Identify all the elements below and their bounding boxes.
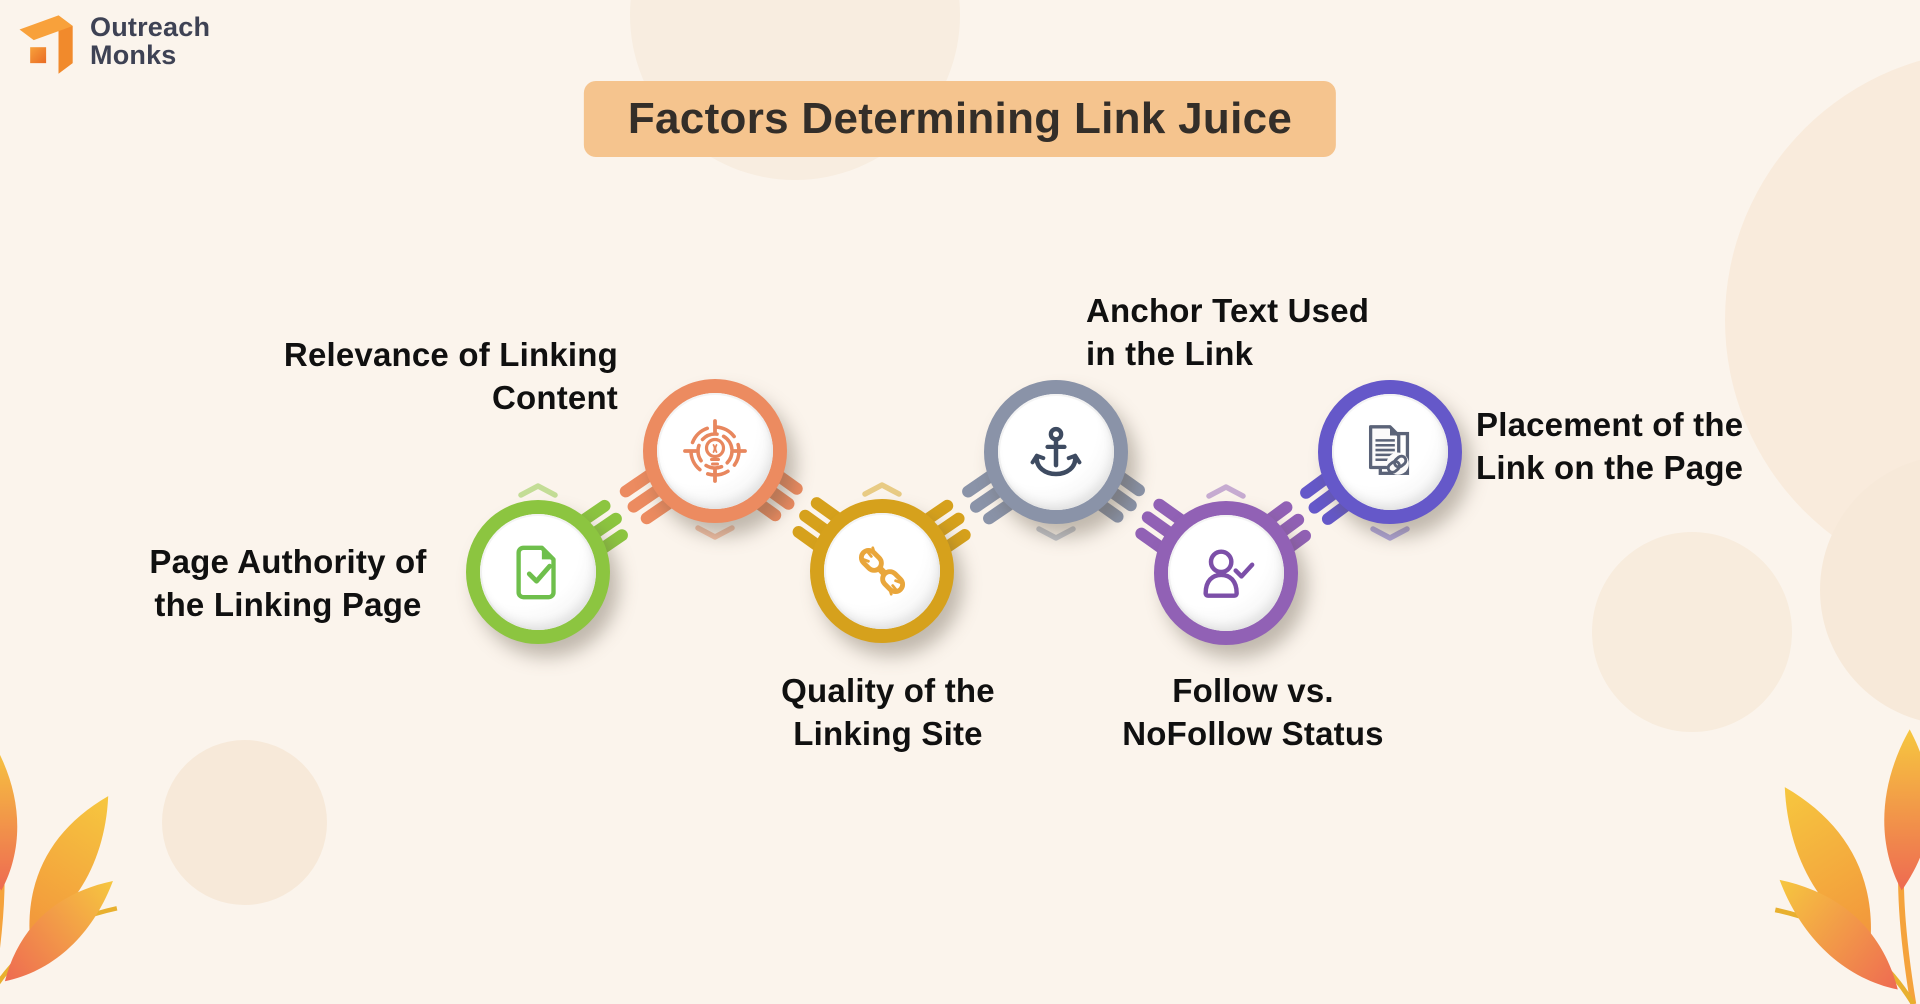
decor-circle: [162, 740, 327, 905]
factor-node-page-authority: [466, 500, 610, 644]
chevron-mark: [1206, 484, 1246, 499]
logo-line2: Monks: [90, 40, 177, 70]
leaves-decoration-left: [0, 721, 137, 989]
chevron-mark: [1370, 526, 1410, 541]
logo-line1: Outreach: [90, 12, 211, 42]
logo-text: Outreach Monks: [90, 13, 210, 69]
leaves-decoration-right: [1753, 705, 1920, 1004]
factor-circle-inner: [1168, 515, 1284, 631]
chevron-mark: [862, 482, 902, 497]
factor-circle-inner: [480, 514, 596, 630]
chevron-mark: [695, 525, 735, 540]
factor-node-quality: [810, 499, 954, 643]
factor-label-quality: Quality of the Linking Site: [781, 672, 995, 752]
decor-circle: [1592, 532, 1792, 732]
factor-circle-inner: [824, 513, 940, 629]
factor-node-anchor-text: [984, 380, 1128, 524]
factor-node-relevance: [643, 379, 787, 523]
page-title: Factors Determining Link Juice: [627, 94, 1293, 143]
factor-label-follow-status: Follow vs. NoFollow Status: [1122, 672, 1384, 752]
factor-label-page-authority: Page Authority of the Linking Page: [149, 543, 427, 623]
title-badge: Factors Determining Link Juice: [583, 81, 1337, 157]
user-check-icon: [1203, 549, 1255, 598]
documents-link-icon: [1368, 425, 1410, 475]
factor-label-relevance: Relevance of Linking Content: [283, 336, 618, 416]
factor-circle-inner: [1332, 394, 1448, 510]
chevron-mark: [518, 483, 558, 498]
logo-mark-icon: [19, 15, 73, 74]
factor-node-placement: [1318, 380, 1462, 524]
factor-node-follow-status: [1154, 501, 1298, 645]
lightbulb-target-icon: [683, 419, 747, 483]
factor-circle-inner: [998, 394, 1114, 510]
anchor-icon: [1030, 426, 1082, 477]
factor-label-anchor-text: Anchor Text Used in the Link: [1086, 292, 1370, 372]
outreach-monks-logo: Outreach Monks: [16, 8, 210, 74]
broken-chain-icon: [858, 546, 906, 596]
document-check-icon: [516, 545, 556, 600]
chevron-mark: [1036, 526, 1076, 541]
factor-label-placement: Placement of the Link on the Page: [1476, 406, 1744, 486]
factor-circle-inner: [657, 393, 773, 509]
